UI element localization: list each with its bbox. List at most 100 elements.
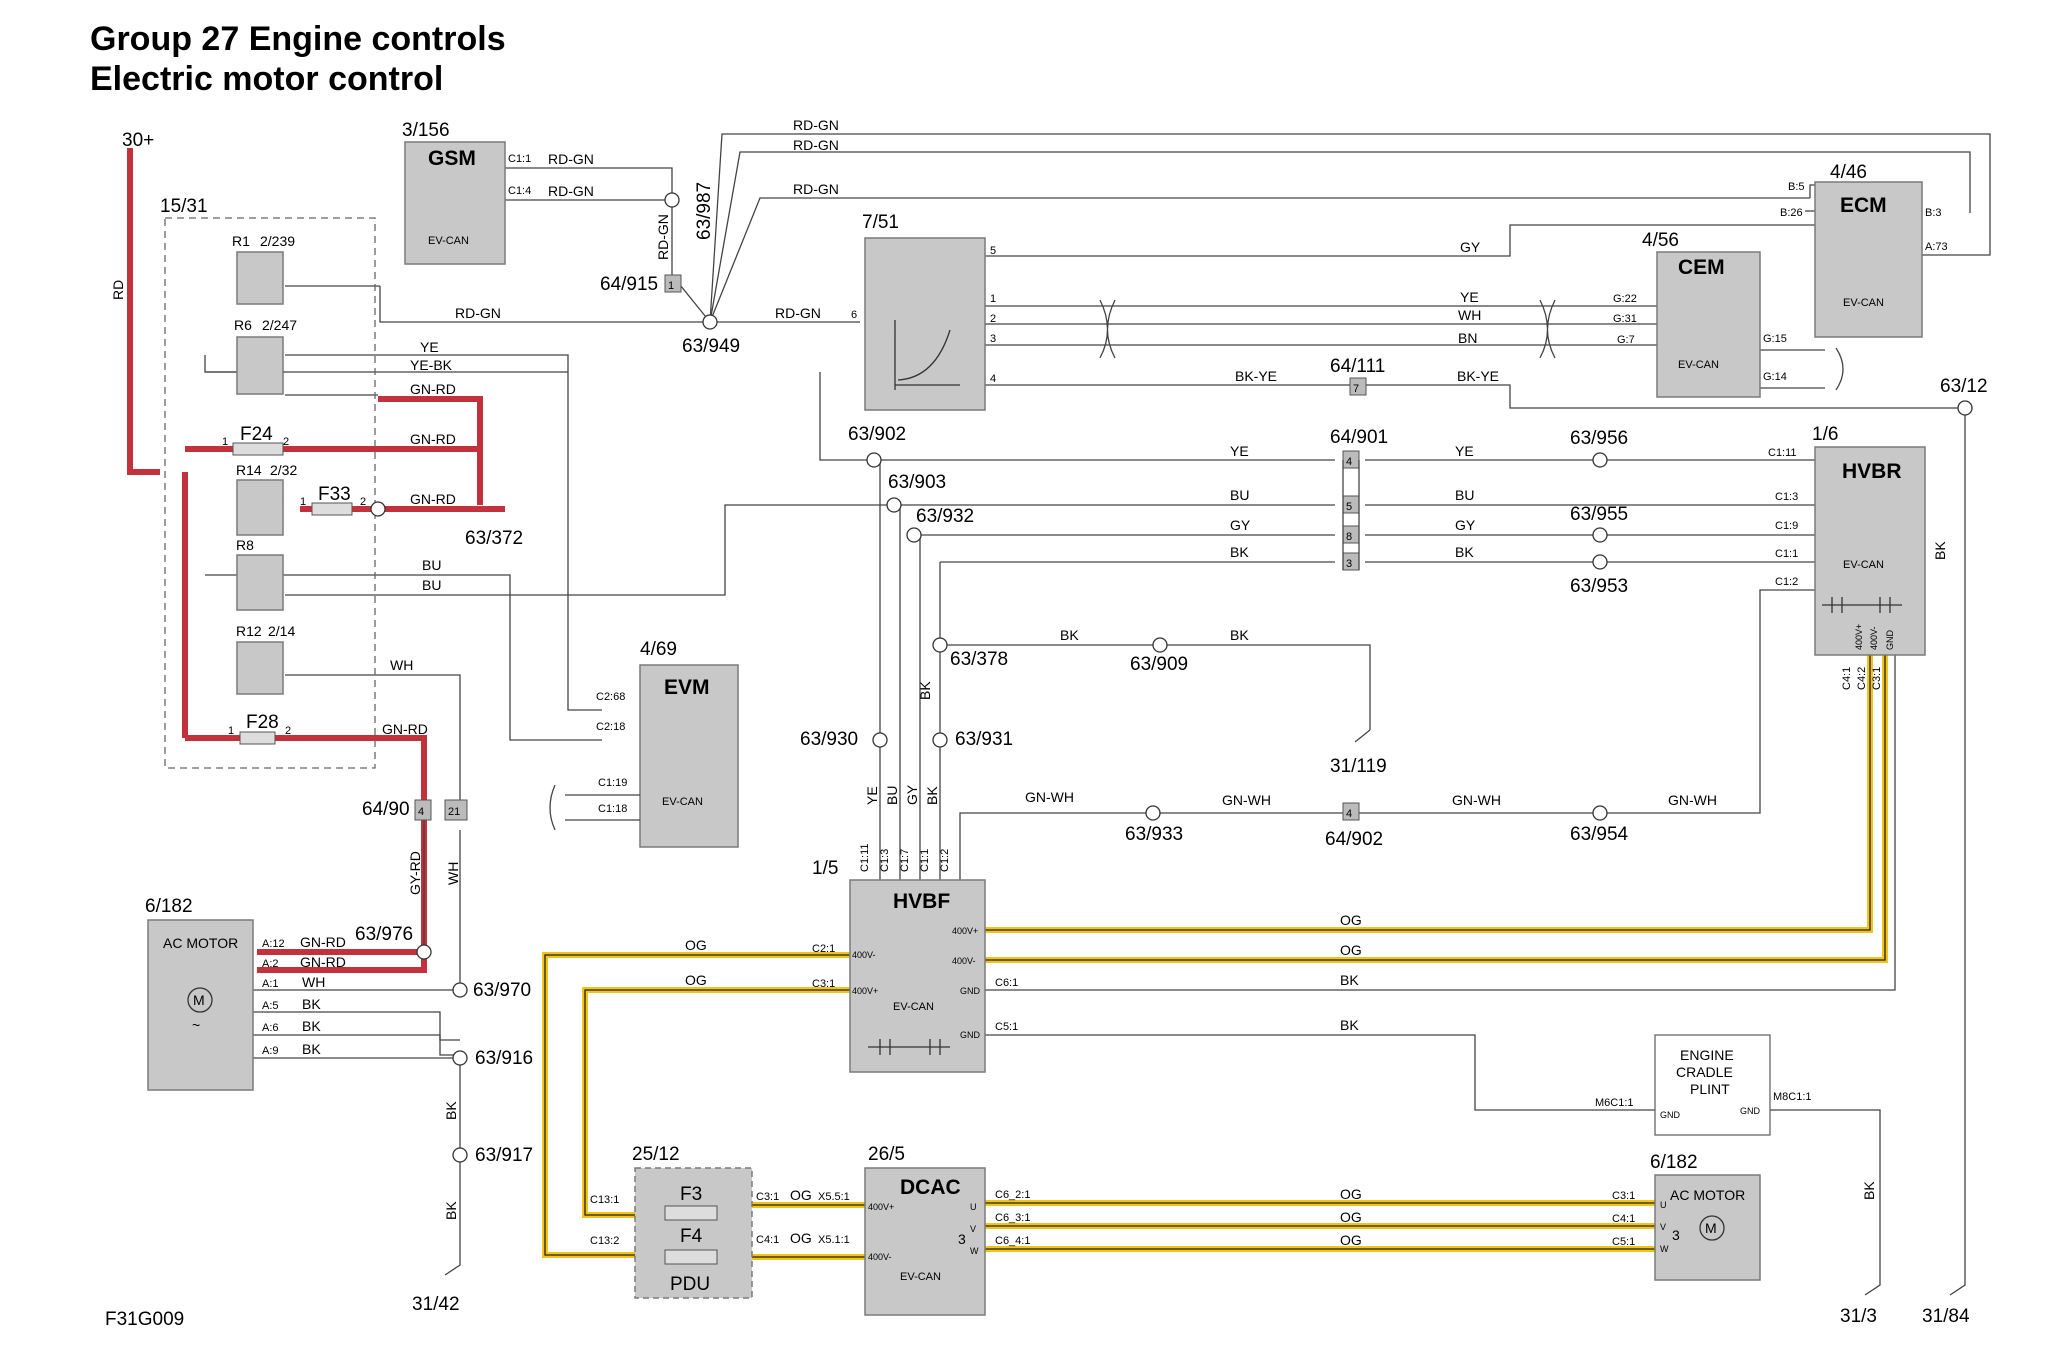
wire-label-bk-vert2: BK [924, 786, 940, 805]
connector-64-902-label: 64/902 [1325, 829, 1383, 850]
connector-64-901-pin8: 8 [1346, 531, 1352, 543]
splice-63-933: 63/933 [1125, 824, 1183, 845]
wire-label-gnrd-2: GN-RD [410, 431, 456, 447]
ac-motor-right-mark-u: U [1660, 1200, 1667, 1210]
wire-label-og-u: OG [1340, 1186, 1362, 1202]
wire-label-gnwh-1: GN-WH [1025, 789, 1074, 805]
ecm-pin-a73: A:73 [1925, 241, 1948, 253]
pdu-pin-c41: C4:1 [756, 1234, 779, 1246]
pdu-box [634, 1167, 753, 1299]
ac-motor-left-pin-a12: A:12 [262, 938, 285, 950]
wire-label-rdgn-e: RD-GN [775, 305, 821, 321]
ground-31-84: 31/84 [1922, 1306, 1970, 1327]
hvbr-id: 1/6 [1812, 424, 1838, 445]
connector-64-90-label: 64/90 [362, 799, 410, 820]
hvbr-pin-c31: C3:1 [1871, 667, 1883, 690]
relay-r6-id: 2/247 [262, 317, 297, 333]
wire-label-gnrd-3: GN-RD [410, 491, 456, 507]
wire-label-bk-mid1: BK [1230, 544, 1249, 560]
page-subtitle: Electric motor control [90, 60, 444, 98]
splice-63-917: 63/917 [475, 1145, 533, 1166]
wire-label-gyrd: GY-RD [407, 851, 423, 895]
wire-label-gnrd-a2: GN-RD [300, 954, 346, 970]
wire-rdgn-vert: RD-GN [655, 214, 671, 260]
wire-label-og-4: OG [1340, 942, 1362, 958]
hv-wires [542, 655, 1888, 1260]
splice-63-949: 63/949 [682, 336, 740, 357]
cradle-mark-gnd-1: GND [1660, 1110, 1681, 1120]
hvbr-pin-c41: C4:1 [1841, 667, 1853, 690]
splice-63-12: 63/12 [1940, 376, 1988, 397]
relay-r6-label: R6 [234, 317, 252, 333]
pdu-fuse-f3: F3 [680, 1184, 702, 1205]
ac-motor-right-mark-3: 3 [1672, 1227, 1680, 1243]
wire-label-bu-2: BU [422, 577, 441, 593]
fuse-f33: F33 1 2 [300, 484, 366, 516]
wire-label-bk-a5: BK [302, 996, 321, 1012]
evm-box [639, 664, 739, 848]
wire-label-og-v: OG [1340, 1209, 1362, 1225]
ecm-pin-b26: B:26 [1780, 207, 1803, 219]
relay-r1-label: R1 [232, 233, 250, 249]
wire-label-wh-top: WH [1458, 307, 1481, 323]
splice-63-954: 63/954 [1570, 824, 1629, 845]
splice-63-955: 63/955 [1570, 504, 1628, 525]
cem-pin-g14: G:14 [1763, 371, 1787, 383]
ac-motor-left-pin-a5: A:5 [262, 1000, 279, 1012]
splice-63-909: 63/909 [1130, 654, 1188, 675]
wire-label-bu-mid2: BU [1455, 487, 1474, 503]
wire-label-bk-378b: BK [1230, 627, 1249, 643]
wire-label-bkye-1: BK-YE [1235, 368, 1277, 384]
fuse-f28-pin2: 2 [285, 725, 291, 737]
hvbr-pin-c12: C1:2 [1775, 576, 1798, 588]
wire-label-gy-top: GY [1460, 239, 1481, 255]
wire-label-rdgn-b: RD-GN [793, 137, 839, 153]
ac-wave-icon: ~ [192, 1017, 200, 1033]
relay-r12-label: R12 [236, 623, 262, 639]
ground-31-119: 31/119 [1330, 756, 1387, 777]
gsm-pin-c14: C1:4 [508, 185, 531, 197]
gsm-pin-c11: C1:1 [508, 153, 531, 165]
wire-label-bk-c61: BK [1340, 972, 1359, 988]
splice-63-987: 63/987 [694, 182, 715, 240]
ac-motor-left-box [147, 919, 254, 1091]
ac-motor-right-pin-c41: C4:1 [1612, 1213, 1635, 1225]
sensor-751-pin3: 3 [990, 333, 996, 345]
page-title: Group 27 Engine controls [90, 20, 506, 58]
evm-pin-c268: C2:68 [596, 691, 625, 703]
wire-label-bk-a6: BK [302, 1018, 321, 1034]
ac-motor-right-mark-w: W [1660, 1244, 1669, 1254]
ecm-name: ECM [1840, 194, 1887, 217]
sensor-751-pin6: 6 [851, 309, 857, 321]
wire-label-bu-1: BU [422, 557, 441, 573]
gsm-box [404, 141, 506, 265]
cem-bus: EV-CAN [1678, 359, 1719, 371]
wire-label-wh-a1: WH [302, 974, 325, 990]
motor-icon-glyph: M [193, 992, 205, 1008]
fuse-f28-pin1: 1 [228, 725, 234, 737]
dcac-id: 26/5 [868, 1144, 905, 1165]
dcac-mark-400vp: 400V+ [868, 1202, 894, 1212]
relay-r8-label: R8 [236, 537, 254, 553]
cradle-name-1: ENGINE [1680, 1047, 1734, 1063]
fuse-f33-label: F33 [318, 484, 351, 505]
connector-64-90 [414, 799, 432, 821]
connector-64-901-pin4: 4 [1346, 456, 1352, 468]
splice-63-956: 63/956 [1570, 428, 1628, 449]
relay-r14: R14 2/32 [236, 462, 297, 536]
connector-64-90-pin4: 4 [418, 806, 424, 818]
wire-label-og-w: OG [1340, 1232, 1362, 1248]
gsm-name: GSM [428, 147, 476, 170]
splice-63-932: 63/932 [916, 506, 974, 527]
splice-63-902: 63/902 [848, 424, 906, 445]
hvbr-mark-gnd: GND [1885, 630, 1895, 651]
wire-label-og-pdu2: OG [790, 1230, 812, 1246]
ground-31-3: 31/3 [1840, 1306, 1877, 1327]
connector-64-111-label: 64/111 [1330, 356, 1385, 377]
fuse-f24-label: F24 [240, 424, 273, 445]
connector-64-901-label: 64/901 [1330, 427, 1388, 448]
sensor-751-id: 7/51 [862, 212, 899, 233]
cem-name: CEM [1678, 256, 1725, 279]
hvbr-pin-c42: C4:2 [1856, 667, 1868, 690]
